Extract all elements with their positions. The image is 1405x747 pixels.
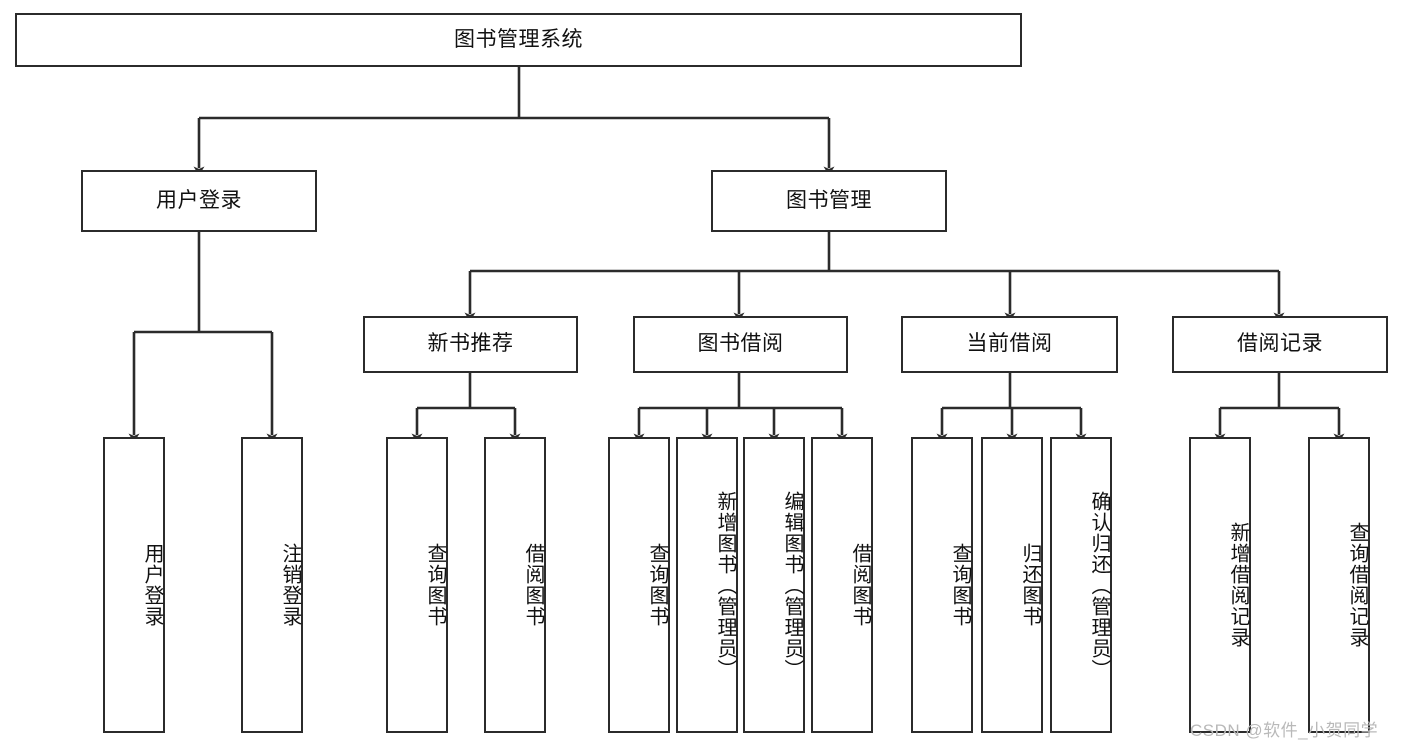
leaf-node-2: 查询图书 [386, 437, 448, 733]
node-label: 借阅图书 [522, 543, 544, 627]
node-label: 新书推荐 [427, 332, 514, 356]
node-label: 图书管理系统 [454, 27, 583, 51]
node-label: 查询借阅记录 [1346, 522, 1368, 648]
node-label: 编辑图书（管理员） [781, 490, 803, 680]
node-label: 归还图书 [1019, 543, 1041, 627]
root-node-book-management-system: 图书管理系统 [15, 13, 1022, 67]
module-node-level3-3: 借阅记录 [1172, 316, 1388, 373]
leaf-node-10: 确认归还（管理员） [1050, 437, 1112, 733]
node-label: 用户登录 [156, 188, 242, 212]
node-label: 新增借阅记录 [1227, 522, 1249, 648]
node-label: 查询图书 [424, 543, 446, 627]
leaf-node-11: 新增借阅记录 [1189, 437, 1251, 733]
module-node-level3-2: 当前借阅 [901, 316, 1118, 373]
node-label: 注销登录 [279, 543, 301, 627]
leaf-node-12: 查询借阅记录 [1308, 437, 1370, 733]
module-node-level2-0: 用户登录 [81, 170, 317, 232]
leaf-node-4: 查询图书 [608, 437, 670, 733]
leaf-node-0: 用户登录 [103, 437, 165, 733]
node-label: 新增图书（管理员） [714, 490, 736, 680]
leaf-node-6: 编辑图书（管理员） [743, 437, 805, 733]
module-node-level2-1: 图书管理 [711, 170, 947, 232]
module-node-level3-1: 图书借阅 [633, 316, 848, 373]
node-label: 查询图书 [949, 543, 971, 627]
node-label: 借阅图书 [849, 543, 871, 627]
node-label: 图书管理 [786, 188, 872, 212]
leaf-node-9: 归还图书 [981, 437, 1043, 733]
node-label: 确认归还（管理员） [1088, 490, 1110, 680]
node-label: 当前借阅 [966, 332, 1053, 356]
watermark: CSDN @软件_小贺同学 [1190, 721, 1379, 740]
leaf-node-5: 新增图书（管理员） [676, 437, 738, 733]
leaf-node-1: 注销登录 [241, 437, 303, 733]
leaf-node-3: 借阅图书 [484, 437, 546, 733]
module-node-level3-0: 新书推荐 [363, 316, 578, 373]
leaf-node-8: 查询图书 [911, 437, 973, 733]
node-label: 用户登录 [141, 543, 163, 627]
node-label: 图书借阅 [697, 332, 784, 356]
node-label: 借阅记录 [1237, 332, 1323, 356]
node-label: 查询图书 [646, 543, 668, 627]
leaf-node-7: 借阅图书 [811, 437, 873, 733]
